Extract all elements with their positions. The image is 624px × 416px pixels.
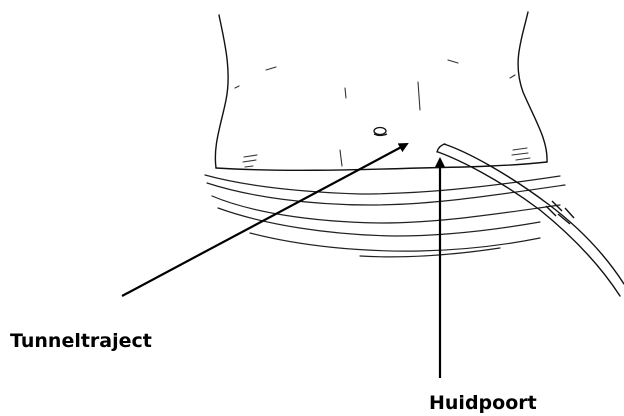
navel [374,128,387,136]
skin-details [235,60,530,167]
torso-outline [215,12,547,170]
tunneltraject-label: Tunneltraject [10,332,152,351]
huidpoort-label: Huidpoort [429,394,537,413]
tunneltraject-arrow [122,144,407,296]
waistband-folds [205,175,565,257]
